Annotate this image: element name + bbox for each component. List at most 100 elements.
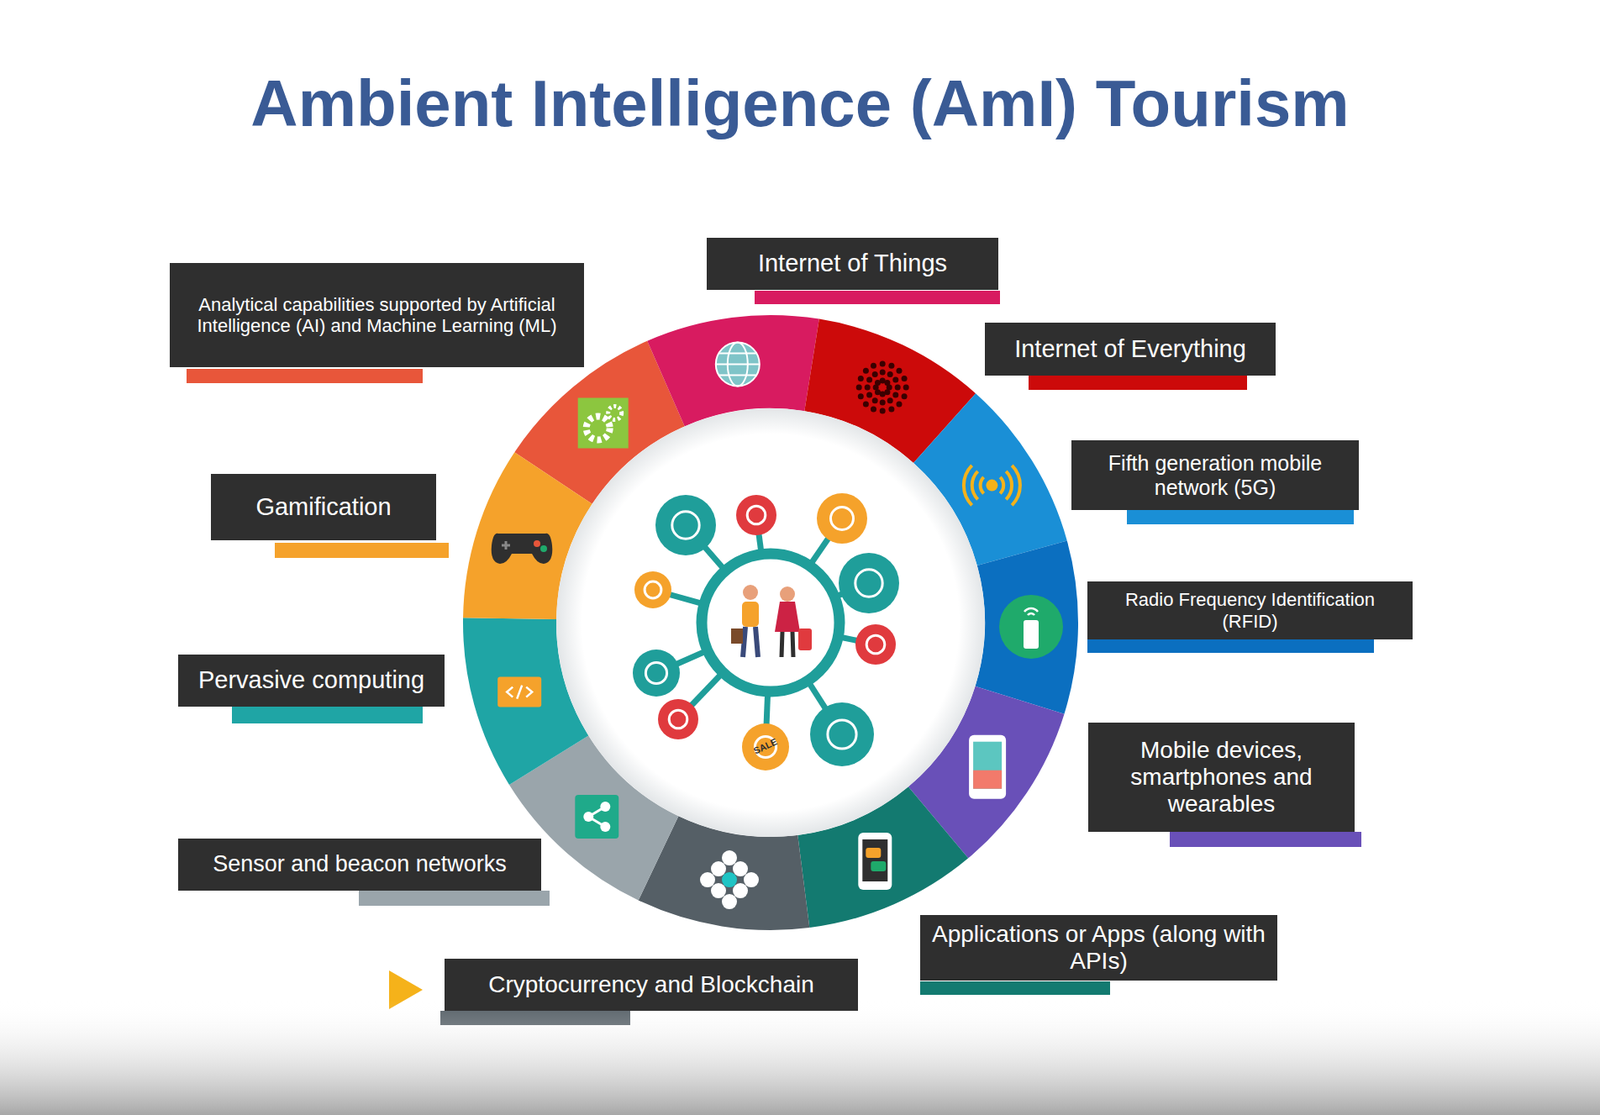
label-text: Internet of Things (757, 249, 948, 278)
plane-icon (632, 649, 680, 697)
globe (715, 342, 760, 387)
dot (896, 368, 903, 374)
label-text: Sensor and beacon networks (212, 851, 507, 878)
chat-bubble (870, 861, 886, 872)
burger-icon (816, 493, 868, 544)
traveller-body (742, 601, 759, 627)
dot (894, 384, 901, 391)
dot (896, 400, 903, 407)
signal-wave (1024, 608, 1038, 616)
dot (892, 377, 899, 384)
traveller-legs (742, 626, 758, 658)
chain-dot (743, 872, 759, 888)
dot (901, 393, 908, 400)
lock-icon (736, 494, 777, 536)
dot (888, 363, 895, 369)
dot (872, 397, 879, 404)
code-window (497, 677, 542, 708)
cup-icon (855, 624, 896, 665)
screen (973, 742, 1002, 790)
phone (857, 832, 892, 890)
label-text: Mobile devices, smartphones and wearable… (1098, 736, 1345, 819)
dot (856, 384, 863, 391)
ring-icon (574, 794, 619, 839)
ring-icon (856, 361, 910, 415)
phone (968, 735, 1006, 800)
dpad (501, 541, 511, 550)
gamepad (491, 533, 553, 564)
label-text: Gamification (255, 493, 391, 522)
label-text: Fifth generation mobile network (5G) (1081, 451, 1349, 500)
button (533, 540, 541, 548)
label-text: Analytical capabilities supported by Art… (179, 294, 574, 337)
bell-icon (634, 571, 672, 609)
dot (887, 371, 894, 378)
ring-icon (497, 677, 542, 708)
button (540, 545, 548, 553)
car-glyph (668, 710, 688, 729)
label-underline (920, 981, 1111, 995)
dot (884, 379, 890, 386)
label-text: Applications or Apps (along with APIs) (930, 921, 1268, 975)
hub-ring (701, 553, 840, 692)
label-underline (231, 706, 423, 724)
label-text: Cryptocurrency and Blockchain (488, 971, 815, 999)
icon-disc (999, 594, 1064, 659)
ring-icon (578, 398, 629, 449)
plane-glyph (645, 662, 667, 684)
label-box: Gamification (210, 473, 437, 541)
globe-line (715, 353, 760, 376)
bag (731, 628, 743, 644)
traveller-body (774, 601, 800, 632)
title: Ambient Intelligence (AmI) Tourism (0, 65, 1600, 143)
plate-icon (838, 552, 900, 614)
ring-icon (963, 465, 1021, 506)
label-underline (186, 368, 423, 384)
dot (872, 371, 879, 378)
label-box: Mobile devices, smartphones and wearable… (1088, 722, 1355, 832)
cup-glyph (866, 635, 885, 654)
label-box: Sensor and beacon networks (178, 838, 542, 891)
shop-icon (810, 702, 874, 767)
label-text: Pervasive computing (198, 666, 425, 695)
chain-dot (721, 850, 737, 866)
phone (1023, 620, 1039, 649)
player-fade (0, 1000, 1600, 1115)
dot (863, 400, 869, 407)
dot (857, 393, 864, 400)
label-underline (1169, 831, 1362, 848)
dot (903, 384, 910, 391)
technology-ring (463, 315, 1079, 931)
ring-icon (491, 533, 553, 564)
label-underline (1126, 510, 1354, 525)
chain-dot (710, 861, 727, 877)
dot (901, 375, 908, 382)
chain-dot (732, 883, 748, 899)
gear (586, 416, 611, 441)
dot (887, 397, 894, 404)
ring-icon (999, 594, 1064, 659)
chain-dot (700, 872, 716, 888)
icon-tile (578, 398, 629, 449)
signal-wave (972, 471, 1012, 500)
chain-dot (721, 894, 737, 910)
plate-glyph (855, 569, 883, 597)
screen (862, 839, 888, 882)
label-underline (274, 542, 449, 558)
traveller-head (779, 586, 795, 602)
share-dot (600, 821, 611, 832)
dot (864, 384, 871, 391)
tourism-hub (632, 493, 900, 771)
label-underline (754, 290, 1000, 305)
share-dot (600, 801, 611, 812)
tag-icon (742, 723, 790, 771)
label-text: Radio Frequency Identification (RFID) (1097, 589, 1403, 632)
bell-glyph (644, 581, 662, 599)
dot (888, 406, 895, 413)
ring-icon (857, 832, 892, 890)
label-text: Internet of Everything (1014, 335, 1247, 364)
label-underline (1028, 375, 1248, 390)
dot (863, 368, 869, 374)
dot (866, 392, 873, 399)
dot (870, 363, 877, 369)
